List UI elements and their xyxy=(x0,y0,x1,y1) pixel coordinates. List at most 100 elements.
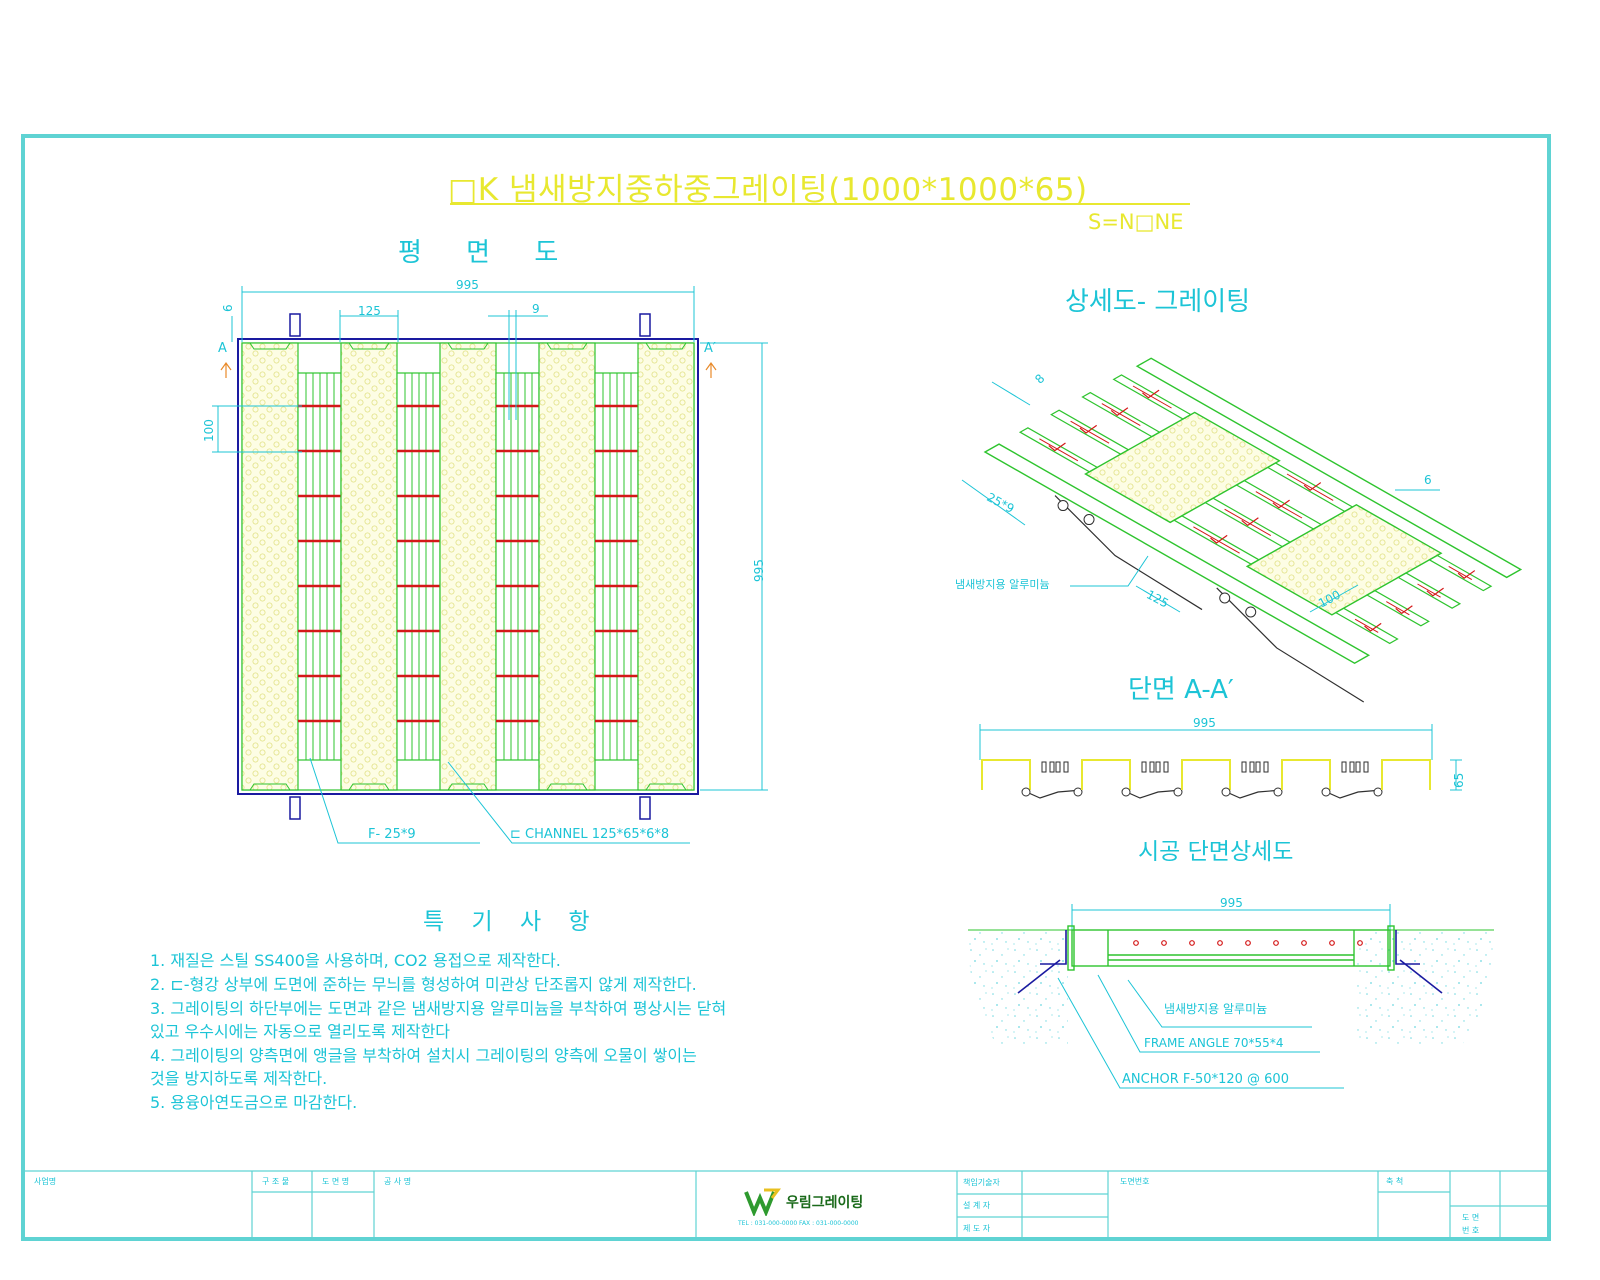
tb-engineer: 책임기술자 xyxy=(963,1178,1000,1187)
iso-flat-bar xyxy=(1172,515,1261,565)
iso-cross-rod xyxy=(1386,601,1410,616)
company-logo-text: 우림그레이팅 xyxy=(786,1195,864,1211)
section-bar xyxy=(1255,761,1261,773)
construction-rod xyxy=(1189,940,1195,946)
section-hinge xyxy=(1221,787,1231,797)
plan-height-dim: 995 xyxy=(752,559,766,582)
note-line-3: 3. 그레이팅의 하단부에는 도면과 같은 냄새방지용 알루미늄을 부착하여 평… xyxy=(150,999,727,1018)
drawing-scale: S=N□NE xyxy=(1088,210,1184,234)
iso-rod-mark xyxy=(1241,517,1259,527)
tb-work-name: 공 사 명 xyxy=(384,1177,412,1186)
iso-flat-bar xyxy=(1396,572,1462,609)
plan-strip-notch xyxy=(348,342,390,350)
plan-view-heading: 평 면 도 xyxy=(398,238,577,268)
company-logo xyxy=(744,1188,784,1220)
tb-drafter: 제 도 자 xyxy=(963,1224,991,1233)
iso-cross-rod xyxy=(1224,508,1272,537)
section-channel xyxy=(1281,759,1331,790)
tb-drawing-number: 도면번호 xyxy=(1120,1177,1150,1186)
iso-flat-bar xyxy=(1112,374,1193,420)
iso-dim-line xyxy=(1135,585,1181,613)
plan-strip-notch xyxy=(249,342,291,350)
note-line-4: 있고 우수시에는 자동으로 열리도록 제작한다 xyxy=(150,1022,451,1041)
section-hinge xyxy=(1121,787,1131,797)
section-hinge xyxy=(1073,787,1083,797)
construction-rod xyxy=(1133,940,1139,946)
section-channel xyxy=(1081,759,1131,790)
construction-flap-label: 냄새방지용 알루미늄 xyxy=(1164,1002,1268,1016)
iso-flat-bar xyxy=(1235,479,1323,530)
iso-rod-mark xyxy=(1210,534,1228,544)
plan-strip-notch xyxy=(645,783,687,791)
construction-leaders xyxy=(1057,974,1344,1089)
plan-checker-strip xyxy=(241,342,299,791)
logo-mark-icon xyxy=(744,1188,781,1218)
iso-hinge xyxy=(1057,500,1069,512)
section-channel xyxy=(1381,759,1431,790)
iso-cross-rod xyxy=(1039,438,1079,462)
iso-flat-bar xyxy=(1018,427,1099,473)
construction-rod xyxy=(1329,940,1335,946)
iso-cross-rod xyxy=(1132,385,1172,409)
section-channel xyxy=(981,759,1031,790)
construction-width-dim: 995 xyxy=(1220,896,1243,910)
section-bar xyxy=(1349,761,1355,773)
iso-rod-mark xyxy=(1395,605,1413,615)
iso-cross-rod xyxy=(1070,420,1110,444)
section-flap xyxy=(1221,789,1283,799)
iso-flat-bar xyxy=(1365,589,1430,627)
section-bar xyxy=(1341,761,1347,773)
iso-rod-mark xyxy=(1303,482,1322,491)
construction-rod xyxy=(1301,940,1307,946)
iso-rod-mark xyxy=(1142,389,1160,399)
iso-cross-rod xyxy=(1255,491,1303,519)
isometric-detail xyxy=(961,357,1523,703)
section-hinge xyxy=(1021,787,1031,797)
section-flap xyxy=(1121,789,1183,799)
construction-rod xyxy=(1273,940,1279,946)
iso-cross-rod xyxy=(1193,526,1240,554)
iso-hinge xyxy=(1083,514,1095,526)
iso-flat-bar xyxy=(1334,607,1399,645)
section-flap xyxy=(1321,789,1383,799)
iso-dim-line xyxy=(1309,584,1359,613)
plan-strip-notch xyxy=(645,342,687,350)
construction-dimension-lines xyxy=(1071,904,1391,932)
iso-odor-flap xyxy=(1054,495,1203,611)
tb-structure: 구 조 물 xyxy=(262,1177,290,1186)
tb-scale: 축 척 xyxy=(1386,1177,1404,1186)
iso-side-rail xyxy=(1135,357,1523,579)
iso-dim-line xyxy=(991,381,1031,406)
iso-hinge xyxy=(1219,592,1231,604)
section-bar xyxy=(1049,761,1055,773)
section-width-dim: 995 xyxy=(1193,716,1216,730)
iso-cross-rod xyxy=(1354,618,1379,633)
plan-checker-strip xyxy=(538,342,596,791)
construction-rod xyxy=(1357,940,1363,946)
iso-cross-rod xyxy=(1286,473,1334,501)
anchor-label: ANCHOR F-50*120 @ 600 xyxy=(1122,1072,1289,1087)
plan-strip-notch xyxy=(249,783,291,791)
tb-drawing-name: 도 면 명 xyxy=(322,1177,350,1186)
plan-width-dim: 995 xyxy=(456,278,479,292)
section-bar xyxy=(1249,761,1255,773)
iso-checker-plate xyxy=(1245,503,1443,616)
section-bar xyxy=(1141,761,1147,773)
iso-flat-bar xyxy=(1266,462,1354,513)
notes-heading: 특 기 사 항 xyxy=(423,909,600,935)
section-bar xyxy=(1155,761,1161,773)
plan-strip-notch xyxy=(546,342,588,350)
frame-angles xyxy=(1017,930,1443,994)
tb-number: 번 호 xyxy=(1462,1226,1480,1235)
section-bar xyxy=(1163,761,1169,773)
plan-strip-notch xyxy=(447,783,489,791)
drawing-title: □K 냄새방지중하중그레이팅(1000*1000*65) xyxy=(448,172,1088,208)
iso-hinge xyxy=(1245,606,1257,618)
iso-flap-label: 냄새방지용 알루미늄 xyxy=(955,578,1050,591)
construction-rod xyxy=(1245,940,1251,946)
iso-dim-line xyxy=(961,479,1026,526)
iso-checker-plate xyxy=(1084,411,1281,524)
iso-rod-mark xyxy=(1364,622,1382,632)
iso-flat-bar xyxy=(1204,497,1292,548)
